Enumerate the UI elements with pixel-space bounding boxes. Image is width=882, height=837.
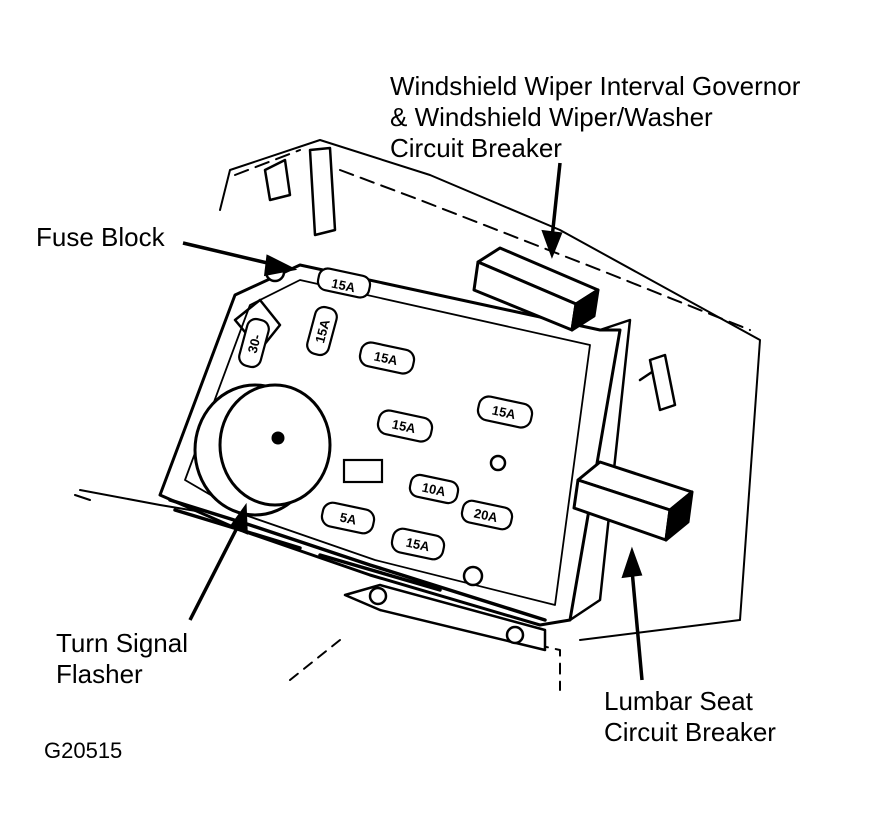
screw-2 (462, 565, 484, 587)
fuse-label: 15A (405, 535, 432, 555)
fuse-block-right-wall (568, 318, 632, 622)
fuse-4 (358, 341, 416, 375)
lumbar-label-line2: Circuit Breaker (604, 717, 776, 747)
panel-bracket (308, 146, 337, 237)
screw-5 (489, 454, 507, 472)
turn-label-line2: Flasher (56, 659, 143, 689)
arrow-fuse-block (182, 241, 277, 267)
fuse-label: 15A (330, 276, 357, 296)
dash-panel-dashed (234, 149, 751, 331)
fuse-9 (320, 501, 376, 535)
lumbar-circuit-breaker (572, 460, 694, 542)
fuse-5 (376, 409, 434, 443)
lumbar-label-line1: Lumbar Seat (604, 686, 753, 716)
fuse-10 (390, 527, 446, 561)
figure-id: G20515 (44, 738, 123, 763)
turn-label-line1: Turn Signal (56, 628, 188, 658)
mount-tab (343, 583, 547, 652)
wiper-label-line1: Windshield Wiper Interval Governor (390, 71, 801, 101)
turn-signal-flasher (193, 383, 332, 517)
fuse-7 (408, 473, 460, 505)
fuse-label: 30- (245, 333, 264, 355)
screw-4 (505, 625, 525, 645)
dash-panel-outline (219, 139, 761, 641)
fuse-label: 15A (373, 348, 400, 368)
fuse-block-label: Fuse Block (36, 222, 165, 252)
fuse-8 (460, 499, 514, 531)
panel-tab (263, 158, 292, 202)
fuse-6 (476, 395, 534, 429)
fuse-label: 15A (491, 402, 518, 422)
relay-slot (342, 458, 384, 484)
fuse-label: 15A (391, 416, 418, 436)
fuse-3 (238, 317, 270, 369)
lumbar-breaker-label: Lumbar Seat Circuit Breaker (604, 686, 776, 748)
wiper-breaker-label: Windshield Wiper Interval Governor & Win… (390, 71, 800, 164)
right-bracket (638, 353, 677, 412)
fuse-2 (306, 305, 338, 357)
fuse-label: 20A (473, 505, 500, 525)
fuse-label: 10A (421, 480, 448, 500)
arrow-turn-signal (188, 521, 242, 621)
wiper-circuit-breaker (472, 246, 600, 332)
wiper-label-line2: & Windshield Wiper/Washer (390, 102, 713, 132)
wiper-label-line3: Circuit Breaker (390, 133, 562, 163)
arrow-wiper (550, 162, 562, 239)
turn-signal-label: Turn Signal Flasher (56, 628, 188, 690)
fuse-label: 5A (339, 509, 359, 527)
fuse-1 (316, 267, 372, 299)
arrow-lumbar (630, 569, 644, 681)
screw-3 (368, 586, 388, 606)
fuse-label: 15A (312, 317, 333, 345)
